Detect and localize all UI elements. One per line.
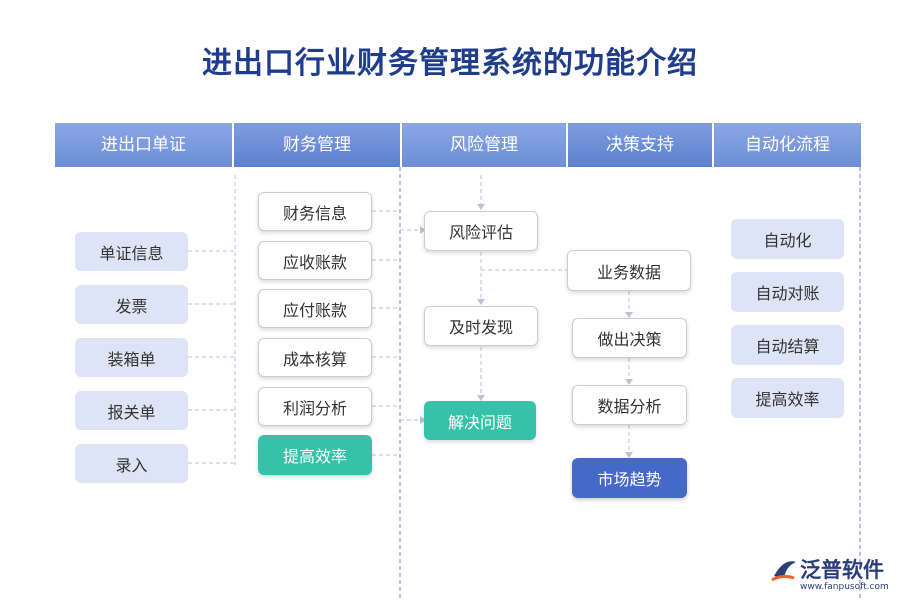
- node-timely-detection: 及时发现: [424, 306, 538, 346]
- node-financial-info: 财务信息: [258, 192, 372, 231]
- node-solve-problem: 解决问题: [424, 401, 536, 440]
- node-data-analysis: 数据分析: [572, 385, 687, 425]
- node-entry: 录入: [75, 444, 188, 483]
- node-cost-accounting: 成本核算: [258, 338, 372, 377]
- node-make-decision: 做出决策: [572, 318, 687, 358]
- node-packing-list: 装箱单: [75, 338, 188, 377]
- node-auto-reconciliation: 自动对账: [731, 272, 844, 312]
- header-import-export-docs: 进出口单证: [55, 123, 232, 167]
- logo-mark-icon: [771, 561, 796, 582]
- node-accounts-receivable: 应收账款: [258, 241, 372, 280]
- node-business-data: 业务数据: [567, 250, 691, 291]
- logo-name: 泛普软件: [800, 558, 884, 582]
- node-customs-declaration: 报关单: [75, 391, 188, 430]
- node-risk-assessment: 风险评估: [424, 211, 538, 251]
- node-document-info: 单证信息: [75, 232, 188, 271]
- brand-logo: 泛普软件 www.fanpusoft.com: [770, 552, 895, 598]
- header-automation-flow: 自动化流程: [714, 123, 861, 167]
- node-improve-efficiency-auto: 提高效率: [731, 378, 844, 418]
- node-improve-efficiency-finance: 提高效率: [258, 435, 372, 475]
- node-automation: 自动化: [731, 219, 844, 259]
- header-risk-management: 风险管理: [402, 123, 566, 167]
- node-invoice: 发票: [75, 285, 188, 324]
- logo-url: www.fanpusoft.com: [800, 582, 889, 592]
- header-finance-management: 财务管理: [234, 123, 400, 167]
- category-header-bar: 进出口单证 财务管理 风险管理 决策支持 自动化流程: [55, 123, 861, 167]
- node-auto-settlement: 自动结算: [731, 325, 844, 365]
- node-accounts-payable: 应付账款: [258, 289, 372, 328]
- node-profit-analysis: 利润分析: [258, 387, 372, 426]
- header-decision-support: 决策支持: [568, 123, 712, 167]
- node-market-trend: 市场趋势: [572, 458, 687, 498]
- page-title: 进出口行业财务管理系统的功能介绍: [202, 46, 698, 81]
